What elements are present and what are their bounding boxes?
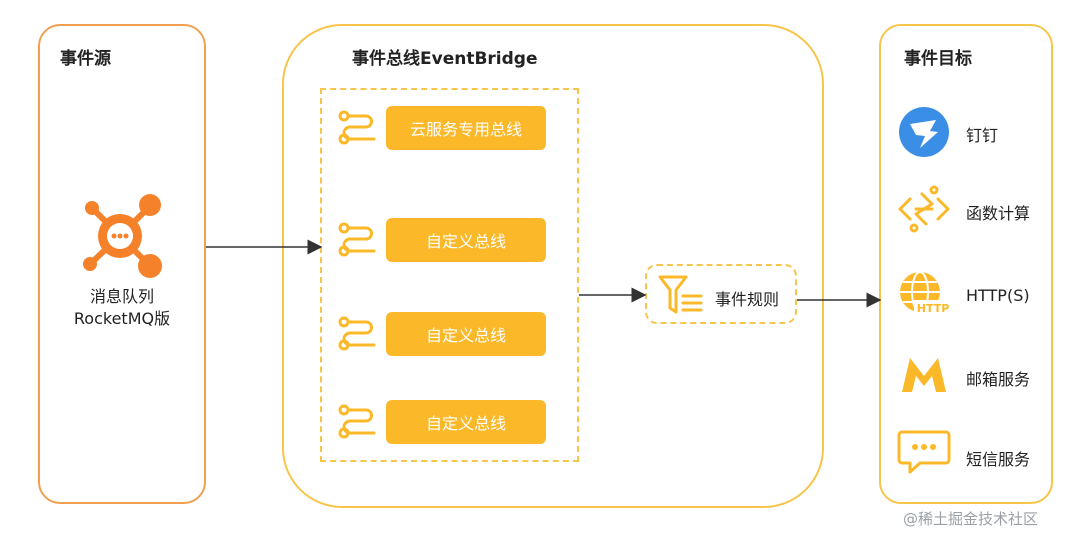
target-label: 钉钉 (966, 126, 999, 145)
event-bus-panel (282, 24, 824, 508)
rocketmq-label: 消息队列 RocketMQ版 (38, 286, 206, 330)
rocketmq-label-line1: 消息队列 (89, 287, 154, 306)
event-source-panel (38, 24, 206, 504)
target-label: HTTP(S) (966, 286, 1030, 305)
target-label: 短信服务 (966, 450, 1031, 469)
rocketmq-label-line2: RocketMQ版 (73, 309, 171, 328)
http-globe-icon: HTTP (900, 271, 952, 315)
bus-list-frame (320, 88, 579, 462)
bus-item-label: 自定义总线 (386, 312, 546, 356)
watermark: @稀土掘金技术社区 (903, 510, 1039, 528)
event-rule-label: 事件规则 (715, 290, 780, 309)
event-bus-title: 事件总线EventBridge (352, 49, 538, 69)
target-label: 邮箱服务 (966, 370, 1031, 389)
bus-link-icon (338, 404, 376, 439)
target-label: 函数计算 (966, 204, 1031, 223)
bus-link-icon (338, 110, 376, 145)
bus-item-label: 云服务专用总线 (386, 106, 546, 150)
bus-link-icon (338, 316, 376, 351)
function-compute-icon (898, 185, 950, 233)
bus-item-label: 自定义总线 (386, 400, 546, 444)
bus-link-icon (338, 222, 376, 257)
target-item-function-compute[interactable]: 函数计算 (896, 182, 1056, 238)
event-source-title: 事件源 (60, 49, 111, 69)
dingtalk-icon (899, 107, 949, 157)
bus-item-custom-1[interactable]: 自定义总线 (338, 218, 548, 262)
bus-item-cloud-service[interactable]: 云服务专用总线 (338, 106, 548, 150)
target-item-mail[interactable]: 邮箱服务 (896, 348, 1056, 404)
event-target-title: 事件目标 (904, 49, 972, 69)
bus-item-custom-3[interactable]: 自定义总线 (338, 400, 548, 444)
rocketmq-icon (83, 194, 162, 278)
bus-item-label: 自定义总线 (386, 218, 546, 262)
target-item-sms[interactable]: 短信服务 (896, 428, 1056, 484)
http-badge-text: HTTP (917, 302, 950, 315)
sms-chat-icon (897, 430, 951, 474)
event-target-panel (879, 24, 1053, 504)
target-item-http[interactable]: HTTP HTTP(S) (896, 268, 1056, 324)
bus-item-custom-2[interactable]: 自定义总线 (338, 312, 548, 356)
filter-icon (658, 275, 703, 314)
mail-service-icon (902, 358, 946, 392)
target-item-dingtalk[interactable]: 钉钉 (896, 104, 1056, 160)
